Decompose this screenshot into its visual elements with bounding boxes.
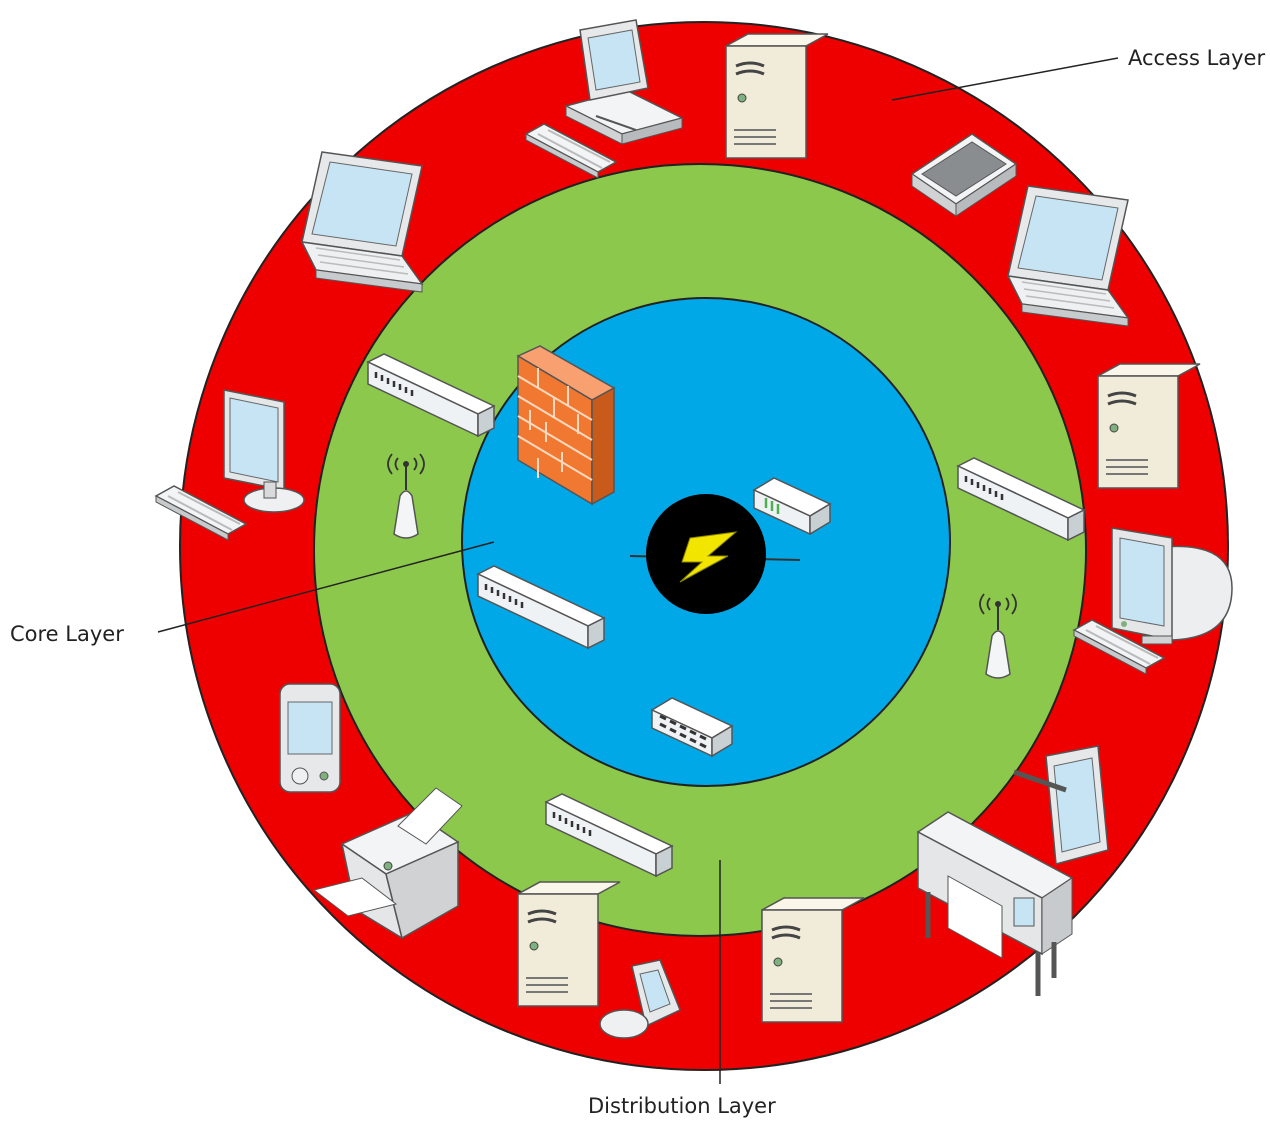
access-layer-label: Access Layer: [1128, 46, 1266, 70]
desktop-computer-icon: [563, 19, 685, 145]
network-cloud-bolt-icon: [629, 494, 801, 614]
scanner-icon: [910, 133, 1018, 217]
cell-phone-icon: [599, 959, 681, 1039]
firewall-icon: [516, 345, 616, 506]
tablet-icon: [1013, 745, 1109, 865]
laptop-icon: [301, 151, 423, 293]
plotter-icon: [916, 811, 1074, 996]
access-layer-leader-line: [891, 57, 1119, 101]
laptop-icon: [1007, 185, 1129, 327]
distribution-layer-label: Distribution Layer: [588, 1094, 776, 1118]
router-icon: [752, 477, 832, 536]
core-layer-label: Core Layer: [10, 622, 124, 646]
printer-icon: [312, 787, 463, 940]
hub-icon: [650, 697, 734, 758]
core-layer-leader-line: [157, 541, 495, 633]
pda-icon: [279, 683, 341, 793]
